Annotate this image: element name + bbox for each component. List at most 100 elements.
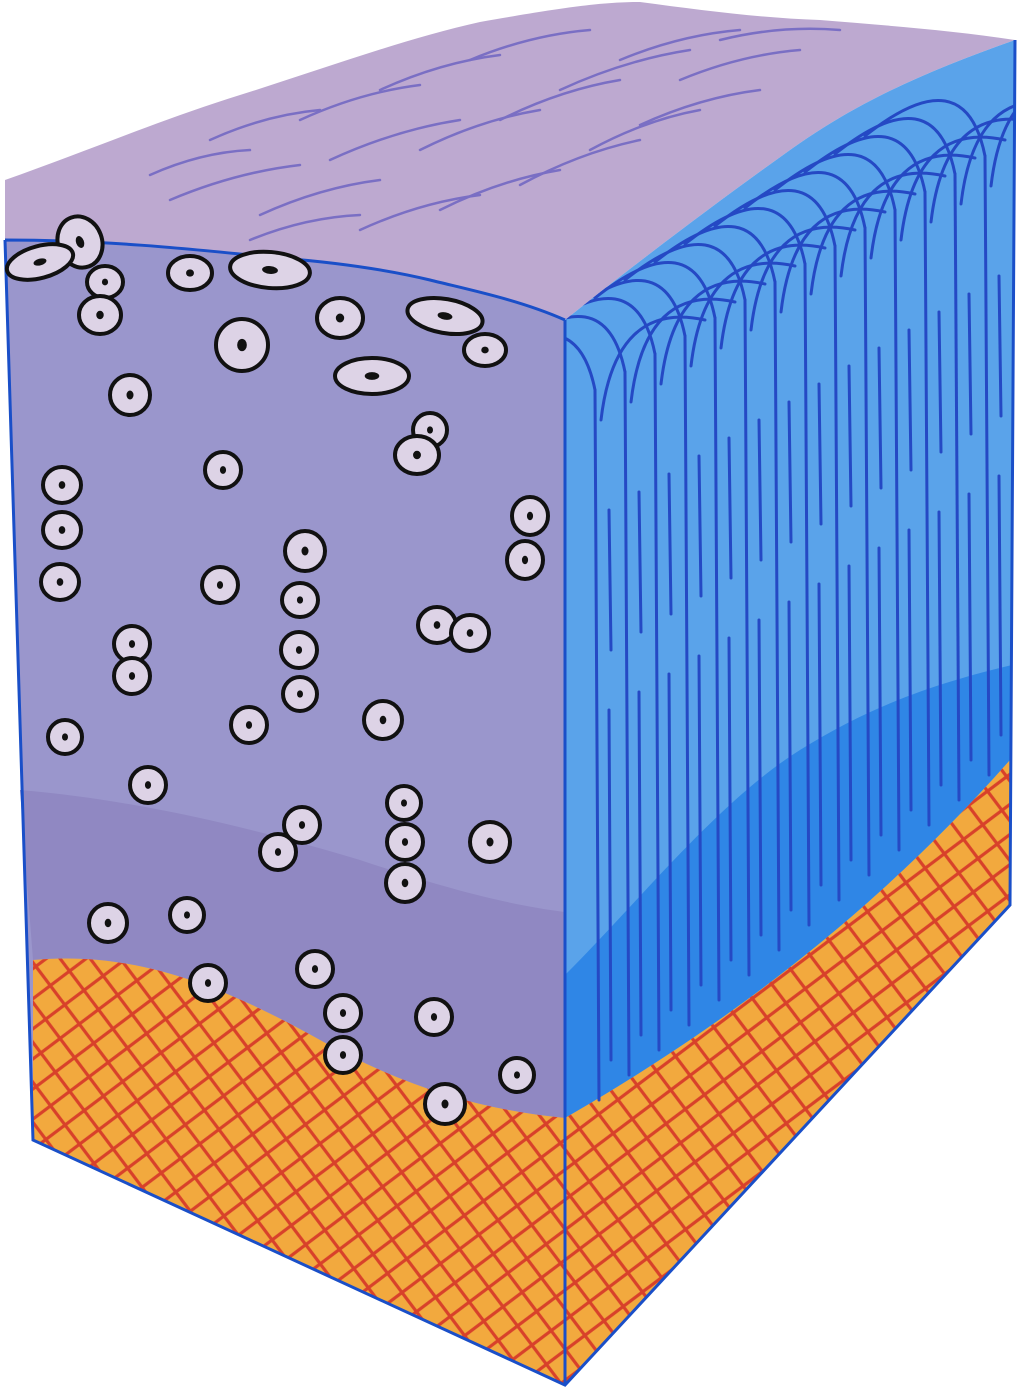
collagen-fiber (909, 330, 911, 470)
collagen-fiber (999, 476, 1001, 735)
chondrocyte-cell (41, 564, 79, 600)
cell-nucleus (105, 919, 112, 927)
chondrocyte-cell (364, 701, 402, 739)
cell-nucleus (402, 879, 409, 887)
collagen-fiber (909, 530, 911, 810)
chondrocyte-cell (87, 266, 123, 298)
cell-nucleus (237, 339, 247, 351)
collagen-fiber (849, 366, 851, 506)
chondrocyte-cell (190, 965, 226, 1001)
cell-nucleus (246, 721, 252, 729)
cell-nucleus (220, 466, 226, 474)
collagen-fiber (819, 584, 821, 885)
chondrocyte-cell (317, 298, 363, 338)
collagen-fiber (609, 510, 611, 650)
chondrocyte-cell (43, 467, 81, 503)
cell-nucleus (184, 911, 190, 918)
cell-nucleus (431, 1013, 437, 1021)
cell-nucleus (486, 838, 493, 847)
collagen-fiber (669, 674, 671, 1010)
chondrocyte-cell (216, 319, 268, 371)
cell-nucleus (527, 512, 533, 520)
chondrocyte-cell (325, 1037, 361, 1073)
collagen-fiber (729, 438, 731, 578)
collagen-fiber (699, 656, 701, 985)
cell-nucleus (340, 1009, 346, 1017)
cell-nucleus (299, 821, 305, 829)
chondrocyte-cell (283, 677, 317, 711)
chondrocyte-cell (168, 256, 212, 290)
cell-nucleus (413, 451, 421, 459)
chondrocyte-cell (387, 824, 423, 860)
collagen-fiber (729, 638, 731, 960)
chondrocyte-cell (202, 567, 238, 603)
chondrocyte-cell (325, 995, 361, 1031)
chondrocyte-cell (114, 658, 150, 694)
cell-nucleus (129, 640, 135, 648)
collagen-fiber (969, 494, 971, 760)
collagen-fiber (699, 456, 701, 596)
cell-nucleus (126, 391, 133, 400)
chondrocyte-cell (500, 1058, 534, 1092)
cell-nucleus (380, 716, 387, 724)
cell-nucleus (336, 314, 344, 323)
collagen-fiber (939, 312, 941, 452)
chondrocyte-cell (386, 864, 424, 902)
cell-nucleus (59, 526, 66, 534)
collagen-fiber (789, 602, 791, 910)
chondrocyte-cell (335, 358, 409, 394)
cell-nucleus (522, 556, 528, 564)
cell-nucleus (59, 481, 66, 489)
cell-nucleus (312, 965, 318, 973)
collagen-fiber (939, 512, 941, 785)
cell-nucleus (401, 799, 407, 806)
collagen-fiber (819, 384, 821, 524)
chondrocyte-cell (470, 822, 510, 862)
chondrocyte-cell (43, 512, 81, 548)
collagen-fiber (609, 710, 611, 1060)
collagen-fiber (999, 276, 1001, 416)
chondrocyte-cell (464, 334, 506, 366)
collagen-fiber (759, 420, 761, 560)
collagen-fiber (849, 566, 851, 860)
cell-nucleus (205, 979, 211, 987)
chondrocyte-cell (260, 834, 296, 870)
cell-nucleus (514, 1071, 520, 1078)
chondrocyte-cell (130, 767, 166, 803)
chondrocyte-cell (507, 541, 543, 579)
collagen-fiber (639, 492, 641, 632)
chondrocyte-cell (89, 904, 127, 942)
collagen-fiber (879, 548, 881, 835)
chondrocyte-cell (170, 898, 204, 932)
cell-nucleus (145, 781, 151, 789)
cell-nucleus (467, 629, 474, 637)
cell-nucleus (96, 311, 103, 319)
cell-nucleus (129, 672, 135, 680)
collagen-fiber (879, 348, 881, 488)
chondrocyte-cell (451, 615, 489, 651)
cell-nucleus (402, 838, 408, 846)
chondrocyte-cell (425, 1084, 465, 1124)
cell-nucleus (301, 547, 308, 556)
chondrocyte-cell (512, 497, 548, 535)
cell-nucleus (434, 621, 441, 629)
cell-nucleus (296, 646, 302, 654)
chondrocyte-cell (205, 452, 241, 488)
collagen-fiber (759, 620, 761, 935)
cell-nucleus (340, 1051, 346, 1059)
cell-nucleus (186, 269, 194, 276)
chondrocyte-cell (297, 951, 333, 987)
cell-nucleus (427, 426, 433, 433)
collagen-fiber (639, 692, 641, 1035)
cell-nucleus (102, 279, 108, 286)
cell-nucleus (57, 578, 64, 586)
chondrocyte-cell (387, 786, 421, 820)
cell-nucleus (297, 690, 303, 697)
chondrocyte-cell (395, 436, 439, 474)
collagen-fiber (969, 294, 971, 434)
cell-nucleus (297, 596, 303, 603)
chondrocyte-cell (281, 632, 317, 668)
chondrocyte-cell (48, 720, 82, 754)
